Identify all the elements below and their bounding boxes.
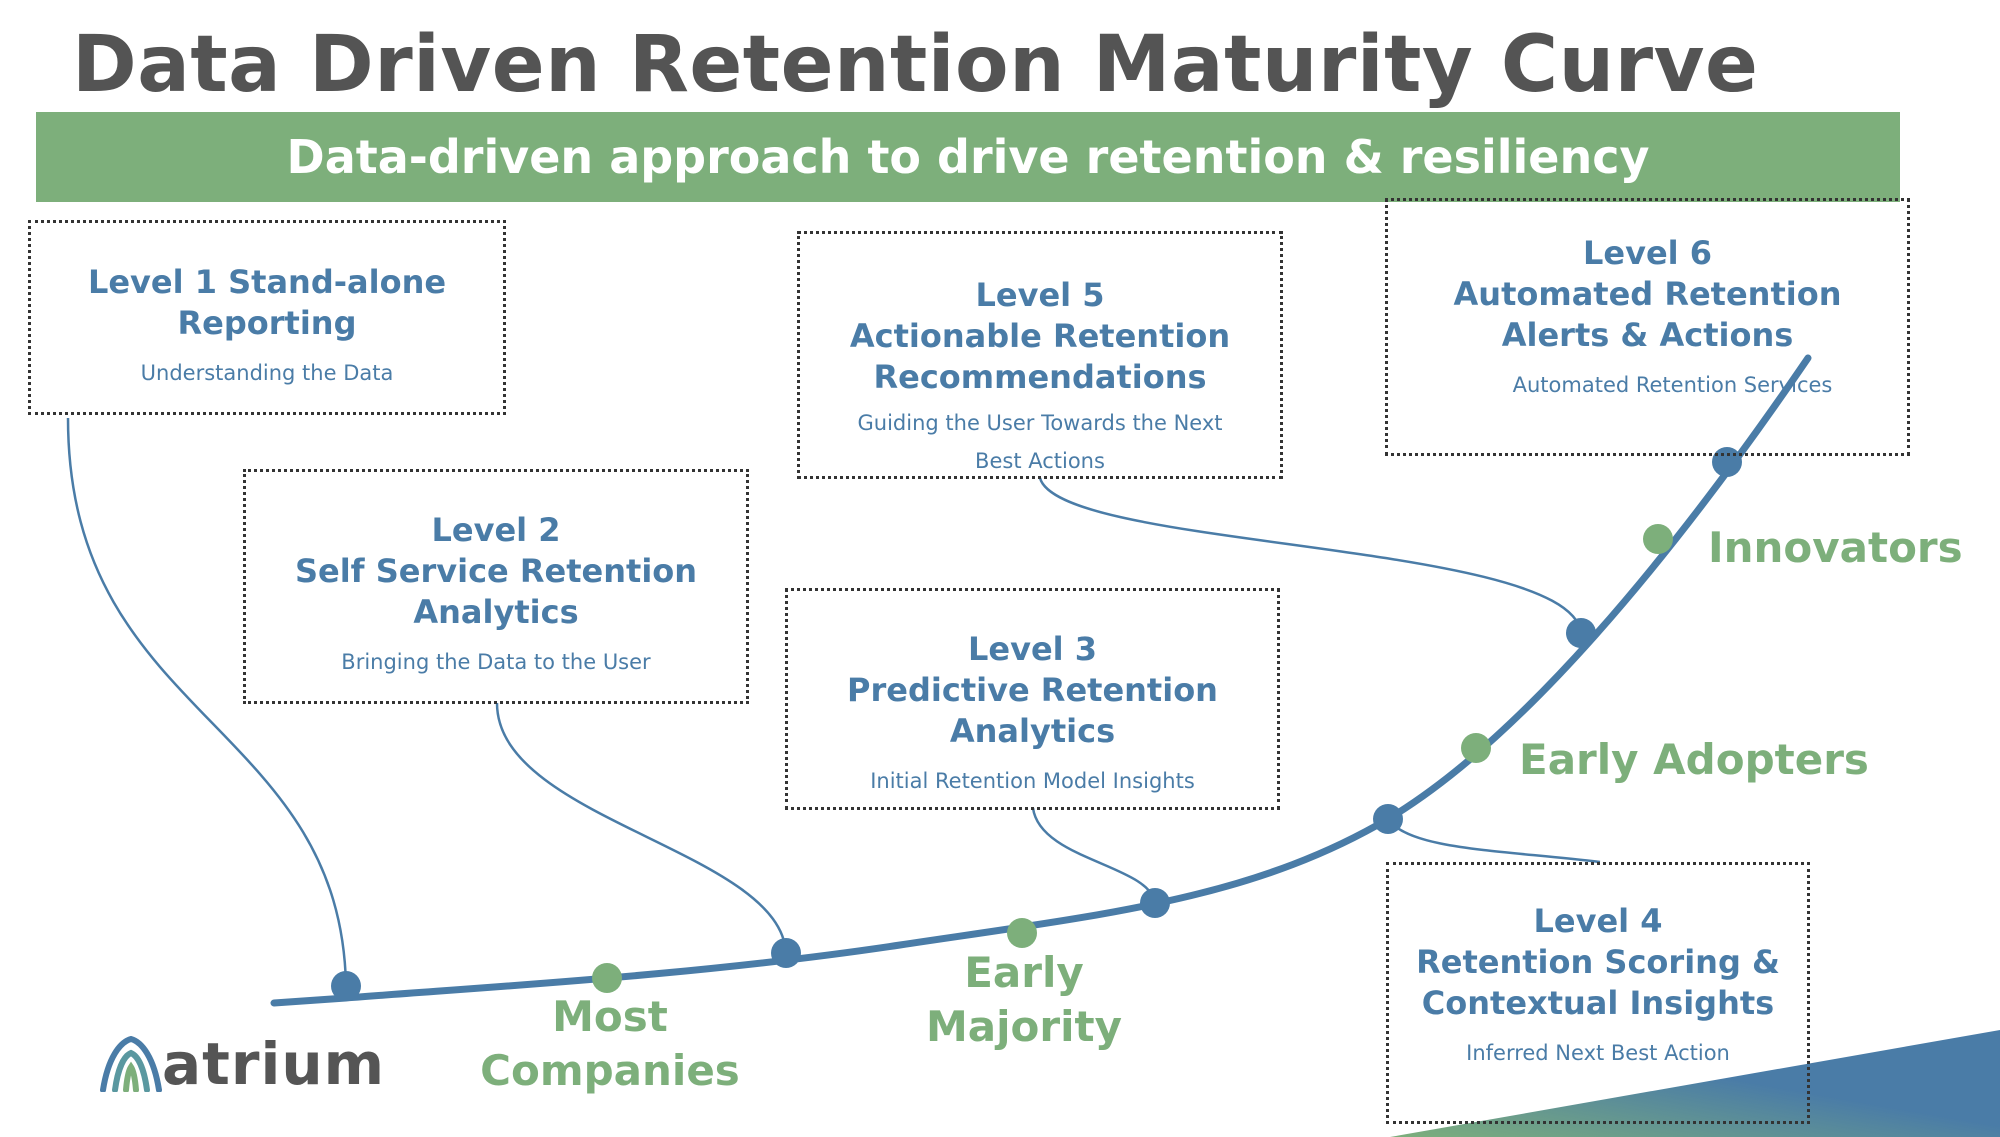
level-3-heading: Level 3 xyxy=(967,630,1098,668)
level-2-description: Bringing the Data to the User xyxy=(341,650,651,674)
level-6-description: Automated Retention Services xyxy=(1512,373,1833,397)
level-4-description: Inferred Next Best Action xyxy=(1466,1041,1730,1065)
stage-innovators-label: Innovators xyxy=(1708,523,1963,572)
connector-level-4 xyxy=(1386,818,1601,864)
level-5-heading-line2: Actionable Retention xyxy=(849,317,1231,355)
curve-node-level-4 xyxy=(1373,804,1403,834)
stage-node-early-majority xyxy=(1007,918,1037,948)
level-3-heading-line3: Analytics xyxy=(949,712,1116,750)
connector-level-1 xyxy=(66,417,348,986)
stage-node-most-companies xyxy=(592,963,622,993)
connector-level-5 xyxy=(1038,477,1583,634)
atrium-logo: atrium xyxy=(100,1030,385,1098)
level-6-box: Level 6 Automated Retention Alerts & Act… xyxy=(1385,198,1910,456)
level-5-heading-line3: Recommendations xyxy=(873,358,1207,396)
level-1-heading: Level 1 Stand-alone xyxy=(87,263,447,301)
level-6-heading: Level 6 xyxy=(1582,234,1713,272)
level-1-description: Understanding the Data xyxy=(140,361,394,385)
curve-node-level-5 xyxy=(1566,618,1596,648)
level-3-box: Level 3 Predictive Retention Analytics I… xyxy=(785,588,1280,810)
level-5-box: Level 5 Actionable Retention Recommendat… xyxy=(797,231,1283,479)
level-4-heading-line3: Contextual Insights xyxy=(1421,984,1775,1022)
stage-early-adopters: Early Adopters xyxy=(1519,733,1869,787)
level-6-heading-line2: Automated Retention xyxy=(1453,275,1842,313)
atrium-logo-text: atrium xyxy=(162,1030,386,1098)
stage-early-majority-line1: Early xyxy=(964,948,1084,997)
page-title: Data Driven Retention Maturity Curve xyxy=(72,20,1759,110)
stage-most-companies: Most Companies xyxy=(460,990,760,1098)
stage-most-companies-line2: Companies xyxy=(480,1046,740,1095)
level-2-box: Level 2 Self Service Retention Analytics… xyxy=(243,469,749,704)
level-1-box: Level 1 Stand-alone Reporting Understand… xyxy=(28,220,506,415)
stage-innovators: Innovators xyxy=(1708,521,1963,575)
level-2-heading-line2: Self Service Retention xyxy=(294,552,698,590)
curve-node-level-1 xyxy=(331,971,361,1001)
stage-early-majority: Early Majority xyxy=(874,946,1174,1054)
curve-node-level-3 xyxy=(1140,888,1170,918)
level-4-heading: Level 4 xyxy=(1533,902,1663,940)
level-5-description: Guiding the User Towards the Next xyxy=(857,411,1223,435)
curve-node-level-2 xyxy=(771,938,801,968)
subtitle-banner: Data-driven approach to drive retention … xyxy=(36,112,1900,202)
level-1-heading-line2: Reporting xyxy=(177,304,357,342)
banner-text: Data-driven approach to drive retention … xyxy=(286,130,1650,184)
stage-most-companies-line1: Most xyxy=(552,992,668,1041)
stage-node-innovators xyxy=(1643,524,1673,554)
level-5-description-line2: Best Actions xyxy=(975,449,1105,473)
level-4-box: Level 4 Retention Scoring & Contextual I… xyxy=(1386,862,1810,1124)
level-2-heading: Level 2 xyxy=(431,511,561,549)
level-2-heading-line3: Analytics xyxy=(413,593,579,631)
maturity-curve-line xyxy=(270,354,1812,1007)
level-5-heading: Level 5 xyxy=(975,276,1105,314)
level-3-heading-line2: Predictive Retention xyxy=(847,671,1218,709)
level-3-description: Initial Retention Model Insights xyxy=(870,769,1195,793)
stage-early-majority-line2: Majority xyxy=(926,1002,1122,1051)
level-6-heading-line3: Alerts & Actions xyxy=(1501,316,1794,354)
connector-level-3 xyxy=(1031,807,1157,904)
level-4-heading-line2: Retention Scoring & xyxy=(1416,943,1780,981)
connector-level-2 xyxy=(495,702,788,954)
stage-early-adopters-label: Early Adopters xyxy=(1519,735,1869,784)
corner-gradient-shape xyxy=(1390,1030,2000,1137)
atrium-arch-icon xyxy=(100,1036,162,1092)
stage-node-early-adopters xyxy=(1461,733,1491,763)
